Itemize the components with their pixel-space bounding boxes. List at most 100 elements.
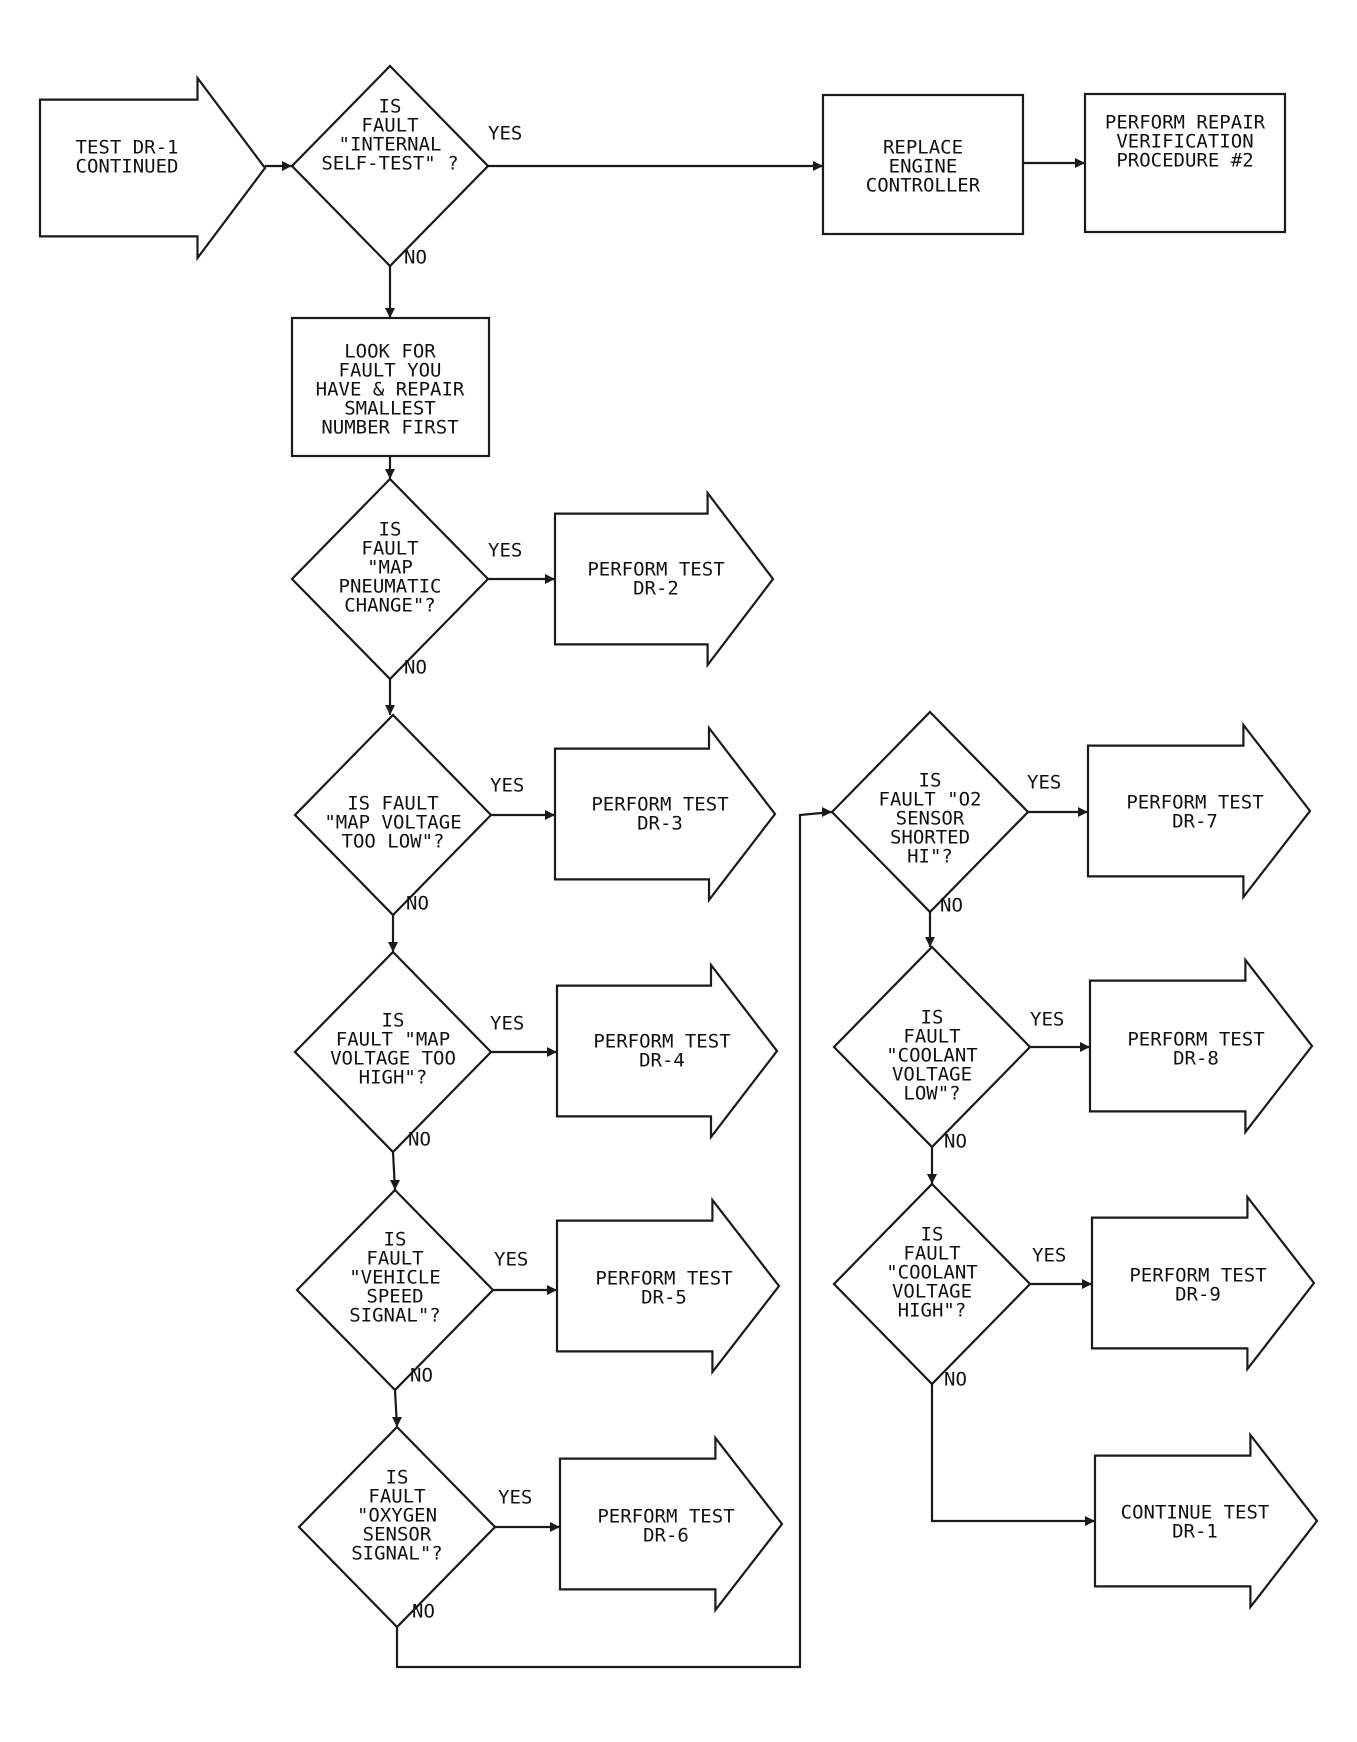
t9-line-1: DR-9 bbox=[1175, 1284, 1221, 1306]
conn-d5-d6-head bbox=[392, 1417, 402, 1427]
d5-shape bbox=[295, 1188, 495, 1392]
conn-d7-t7-head bbox=[1078, 807, 1088, 817]
d6-line-0: IS bbox=[386, 1467, 409, 1489]
d6-line-4: SIGNAL"? bbox=[351, 1543, 443, 1565]
label-n4: NO bbox=[408, 1129, 431, 1151]
look-shape bbox=[290, 316, 491, 458]
label-y8: YES bbox=[1030, 1009, 1064, 1031]
d8-line-2: "COOLANT bbox=[886, 1045, 978, 1067]
conn-d8-d9-head bbox=[927, 1174, 937, 1184]
label-y9: YES bbox=[1032, 1245, 1066, 1267]
start-line-0: TEST DR-1 bbox=[76, 137, 179, 159]
d6-line-3: SENSOR bbox=[363, 1524, 432, 1546]
d2-line-2: "MAP bbox=[367, 557, 413, 579]
d2-line-1: FAULT bbox=[361, 538, 418, 560]
d3-line-1: "MAP VOLTAGE bbox=[324, 812, 461, 834]
d3-shape bbox=[293, 713, 493, 917]
d9-line-4: HIGH"? bbox=[898, 1300, 967, 1322]
conn-d3-d4-head bbox=[388, 942, 398, 952]
label-y2: YES bbox=[488, 540, 522, 562]
t5-line-1: DR-5 bbox=[641, 1287, 687, 1309]
d1-line-2: "INTERNAL bbox=[339, 134, 442, 156]
d8-shape bbox=[832, 945, 1032, 1149]
conn-d4-t4-head bbox=[547, 1047, 557, 1057]
conn-d7-d8-head bbox=[925, 937, 935, 947]
conn-d9-cont bbox=[930, 1384, 1095, 1523]
t4-line-1: DR-4 bbox=[639, 1050, 685, 1072]
d9-line-3: VOLTAGE bbox=[892, 1281, 972, 1303]
d3-line-0: IS FAULT bbox=[347, 793, 439, 815]
t8-line-1: DR-8 bbox=[1173, 1048, 1219, 1070]
d6-line-1: FAULT bbox=[368, 1486, 425, 1508]
d3-line-2: TOO LOW"? bbox=[342, 831, 445, 853]
d7-line-3: SHORTED bbox=[890, 827, 970, 849]
label-y5: YES bbox=[494, 1249, 528, 1271]
conn-d3-t3-head bbox=[545, 810, 555, 820]
conn-d9-t9-head bbox=[1082, 1279, 1092, 1289]
t8-shape bbox=[1088, 956, 1314, 1136]
d2-line-0: IS bbox=[379, 519, 402, 541]
conn-d4-d5-head bbox=[390, 1180, 400, 1190]
conn-d9-cont-head bbox=[1085, 1516, 1095, 1526]
d7-line-2: SENSOR bbox=[896, 808, 965, 830]
t5-line-0: PERFORM TEST bbox=[595, 1268, 732, 1290]
conn-start-d1-head bbox=[282, 161, 292, 171]
t9-line-0: PERFORM TEST bbox=[1129, 1265, 1266, 1287]
start-line-1: CONTINUED bbox=[76, 156, 179, 178]
d5-line-3: SPEED bbox=[366, 1286, 423, 1308]
t5-shape bbox=[555, 1196, 781, 1376]
d7-line-0: IS bbox=[919, 770, 942, 792]
look-line-2: HAVE & REPAIR bbox=[316, 379, 465, 401]
verify-shape bbox=[1083, 92, 1287, 234]
d1-line-3: SELF-TEST" ? bbox=[321, 153, 458, 175]
d1-line-0: IS bbox=[379, 96, 402, 118]
conn-replace-verify-head bbox=[1075, 158, 1085, 168]
conn-d5-t5-head bbox=[547, 1285, 557, 1295]
t3-line-1: DR-3 bbox=[637, 813, 683, 835]
verify-line-1: VERIFICATION bbox=[1116, 131, 1253, 153]
d8-line-1: FAULT bbox=[903, 1026, 960, 1048]
d8-line-4: LOW"? bbox=[903, 1083, 960, 1105]
look-line-0: LOOK FOR bbox=[344, 341, 436, 363]
label-n3: NO bbox=[406, 893, 429, 915]
label-y4: YES bbox=[490, 1013, 524, 1035]
d4-line-3: HIGH"? bbox=[359, 1067, 428, 1089]
label-n6: NO bbox=[412, 1601, 435, 1623]
d4-line-1: FAULT "MAP bbox=[336, 1029, 450, 1051]
label-n9: NO bbox=[944, 1369, 967, 1391]
d4-shape bbox=[293, 950, 493, 1154]
d1-line-1: FAULT bbox=[361, 115, 418, 137]
d7-shape bbox=[830, 710, 1030, 914]
d1-shape bbox=[290, 64, 490, 268]
replace-line-2: CONTROLLER bbox=[866, 175, 981, 197]
t9-shape bbox=[1090, 1193, 1316, 1373]
label-y6: YES bbox=[498, 1487, 532, 1509]
t8-line-0: PERFORM TEST bbox=[1127, 1029, 1264, 1051]
replace-line-0: REPLACE bbox=[883, 137, 963, 159]
t3-shape bbox=[553, 724, 777, 904]
cont-line-0: CONTINUE TEST bbox=[1121, 1502, 1270, 1524]
d4-line-0: IS bbox=[382, 1010, 405, 1032]
label-n5: NO bbox=[410, 1365, 433, 1387]
t7-line-0: PERFORM TEST bbox=[1126, 792, 1263, 814]
look-line-3: SMALLEST bbox=[344, 398, 436, 420]
d8-line-3: VOLTAGE bbox=[892, 1064, 972, 1086]
t7-line-1: DR-7 bbox=[1172, 811, 1218, 833]
t6-shape bbox=[558, 1434, 784, 1614]
conn-d1-look-head bbox=[385, 308, 395, 318]
label-y3: YES bbox=[490, 775, 524, 797]
replace-line-1: ENGINE bbox=[889, 156, 958, 178]
t2-line-0: PERFORM TEST bbox=[587, 559, 724, 581]
t3-line-0: PERFORM TEST bbox=[591, 794, 728, 816]
d6-shape bbox=[297, 1425, 497, 1629]
look-line-4: NUMBER FIRST bbox=[321, 417, 458, 439]
d5-line-4: SIGNAL"? bbox=[349, 1305, 441, 1327]
conn-d6-t6-head bbox=[550, 1522, 560, 1532]
label-n1: NO bbox=[404, 247, 427, 269]
d8-line-0: IS bbox=[921, 1007, 944, 1029]
look-line-1: FAULT YOU bbox=[339, 360, 442, 382]
d7-line-4: HI"? bbox=[907, 846, 953, 868]
label-n2: NO bbox=[404, 657, 427, 679]
t6-line-0: PERFORM TEST bbox=[597, 1506, 734, 1528]
